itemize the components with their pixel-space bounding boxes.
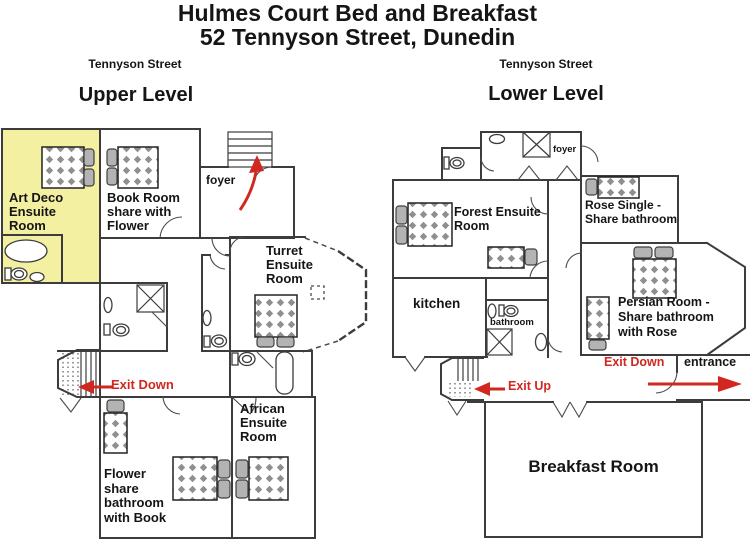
upper-level-plan — [1, 128, 368, 539]
bay-window — [302, 237, 368, 353]
sink-icon — [202, 309, 212, 327]
dashed-square — [310, 285, 325, 300]
upper-level-heading: Upper Level — [78, 84, 194, 106]
door-swing-icon — [151, 166, 274, 415]
shower-icon — [522, 131, 551, 158]
room-label-foyer-lower: foyer — [553, 144, 577, 155]
up-arrow-icon — [238, 155, 264, 211]
door-swing-icon — [404, 145, 678, 419]
single-bed-icon — [487, 246, 538, 269]
lower-level-plan — [392, 131, 750, 538]
single-bed-icon — [586, 296, 610, 351]
single-bed-icon — [585, 176, 640, 199]
stairs-icon — [57, 349, 101, 413]
right-arrow-icon — [648, 376, 742, 392]
bathtub-icon — [4, 239, 48, 263]
room-label-bathroom: bathroom — [490, 317, 534, 328]
exit-up-label: Exit Up — [508, 379, 552, 393]
lower-level-heading: Lower Level — [488, 83, 604, 105]
shower-icon — [136, 284, 165, 313]
stairs-icon — [440, 357, 484, 417]
double-bed-icon — [106, 146, 159, 189]
left-arrow-icon — [474, 382, 505, 396]
double-bed-icon — [41, 146, 95, 189]
exit-down-label-lower: Exit Down — [604, 355, 665, 369]
double-bed-icon — [254, 294, 298, 348]
street-label-lower: Tennyson Street — [499, 57, 593, 71]
double-bed-icon — [172, 456, 231, 501]
sink-icon — [488, 133, 506, 145]
room-label-breakfast: Breakfast Room — [528, 457, 659, 476]
toilet-icon — [4, 267, 45, 283]
room-label-rose: Rose Single - Share bathroom — [585, 198, 678, 226]
toilet-icon — [203, 334, 228, 348]
double-bed-icon — [395, 202, 453, 247]
bathtub-icon — [534, 332, 548, 352]
sink-icon — [487, 303, 497, 319]
toilet-icon — [443, 156, 465, 170]
exit-down-label-upper: Exit Down — [111, 377, 174, 392]
bathtub-icon — [275, 351, 294, 395]
room-label-african: African Ensuite Room — [240, 401, 287, 444]
shower-icon — [486, 328, 513, 356]
room-label-flower: Flower share bathroom with Book — [104, 466, 167, 525]
entrance-label: entrance — [684, 355, 737, 369]
room-label-kitchen: kitchen — [413, 296, 461, 311]
room-label-book: Book Room share with Flower — [107, 190, 180, 233]
double-bed-icon — [235, 456, 289, 501]
toilet-icon — [103, 323, 130, 337]
double-bed-icon — [632, 246, 677, 299]
room-label-art-deco: Art Deco Ensuite Room — [9, 190, 64, 233]
page-title: Hulmes Court Bed and Breakfast 52 Tennys… — [177, 0, 538, 50]
room-label-persian: Persian Room - Share bathroom with Rose — [618, 295, 714, 339]
toilet-icon — [231, 351, 256, 367]
toilet-icon — [498, 304, 519, 318]
street-label-upper: Tennyson Street — [88, 57, 182, 71]
room-label-turret: Turret Ensuite Room — [266, 243, 313, 286]
room-label-foyer-upper: foyer — [206, 173, 236, 187]
room-label-forest: Forest Ensuite Room — [454, 205, 541, 233]
left-arrow-icon — [78, 380, 113, 394]
single-bed-icon — [103, 399, 128, 454]
sink-icon — [103, 296, 113, 314]
stairs-icon — [227, 131, 273, 168]
